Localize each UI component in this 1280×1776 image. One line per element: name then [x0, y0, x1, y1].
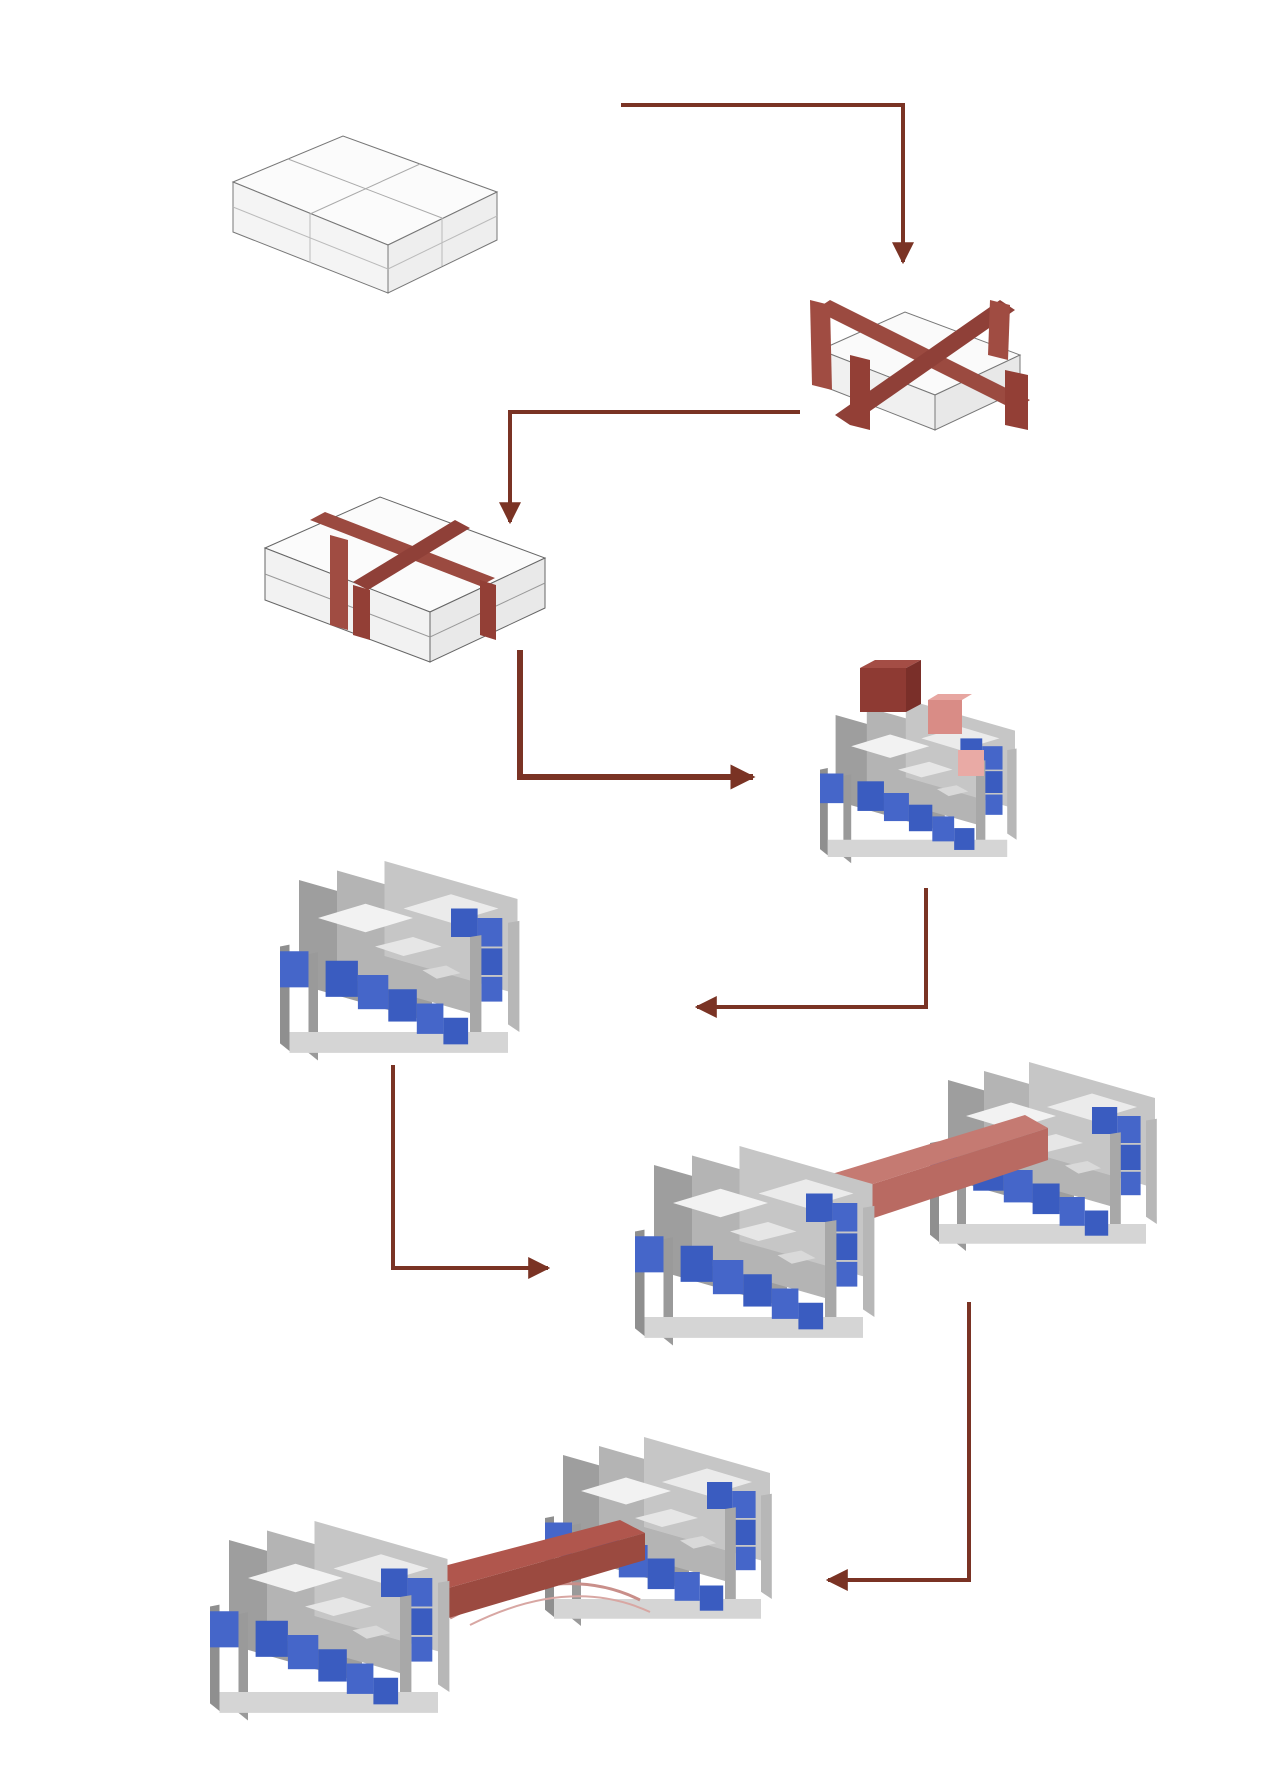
module-cube-light-pink	[958, 750, 984, 776]
arrow-step1-to-step2	[621, 103, 914, 265]
step-2-cross-frame	[810, 300, 1030, 431]
step-4-cluster-with-modules	[820, 660, 1017, 864]
arrow-step2-to-step3	[499, 410, 800, 525]
step-6-connected-clusters	[635, 1062, 1157, 1346]
bridge-top	[812, 1115, 1048, 1196]
module-cube-pink	[928, 700, 962, 734]
step-1-wireframe-volume	[231, 135, 499, 294]
bridge-side	[423, 1533, 645, 1625]
arrow-step3-to-step4	[517, 650, 756, 790]
arrow-step4-to-step5	[694, 888, 928, 1018]
bridge-side	[835, 1128, 1048, 1230]
module-cube-dark	[860, 668, 906, 712]
step-3-divided-volume	[263, 496, 547, 663]
arrow-step5-to-step6	[391, 1065, 551, 1279]
step-5-cluster	[280, 861, 520, 1061]
flow-arrows	[391, 103, 971, 1591]
step-7-final-configuration	[210, 1437, 772, 1721]
bridge-top	[398, 1520, 645, 1595]
arrow-step6-to-step7	[825, 1302, 971, 1591]
